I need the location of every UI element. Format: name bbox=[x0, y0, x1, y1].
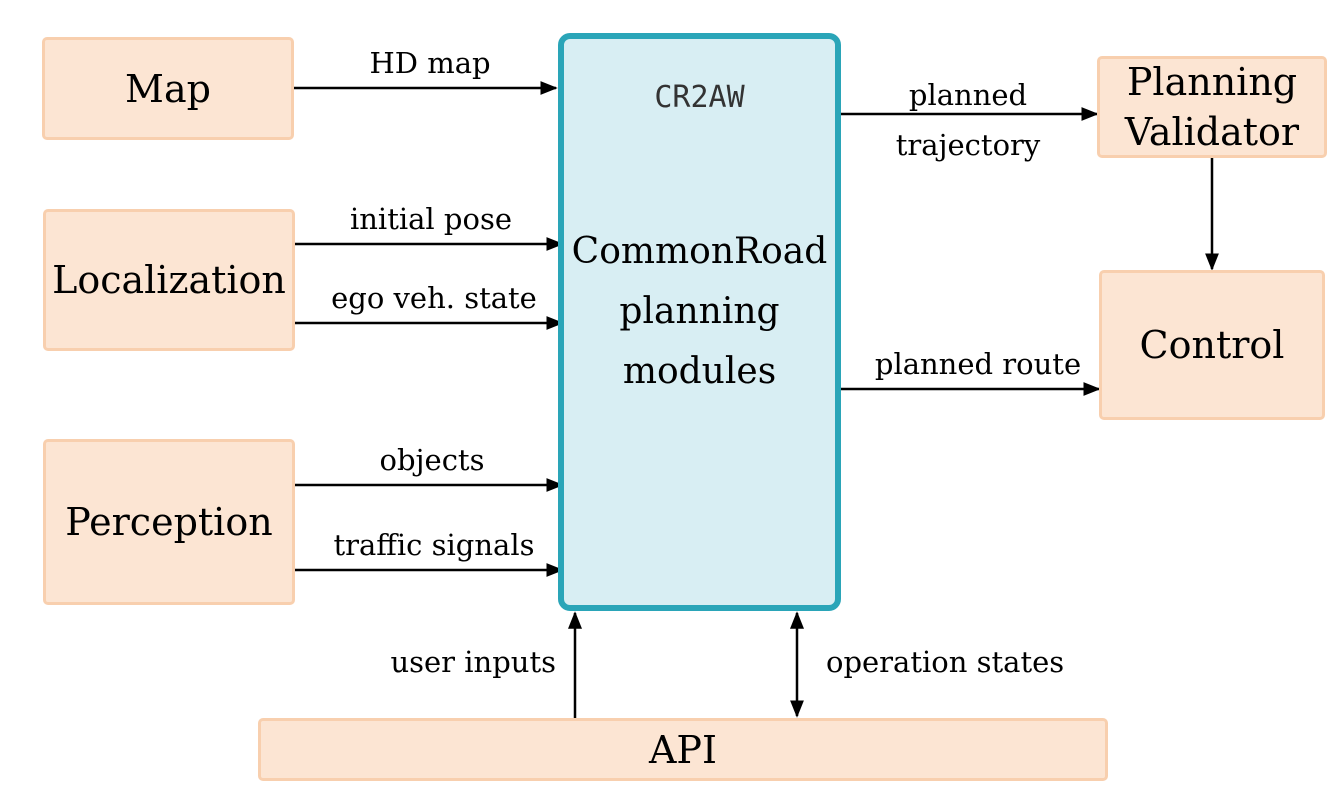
core-title-line1: CommonRoad bbox=[571, 231, 828, 272]
map-module: Map bbox=[42, 37, 294, 140]
api-label: API bbox=[648, 727, 718, 772]
label-initial-pose: initial pose bbox=[349, 202, 512, 236]
label-operation-states: operation states bbox=[826, 645, 1065, 679]
perception-label: Perception bbox=[65, 500, 273, 544]
core-title: CommonRoad planning modules bbox=[558, 222, 841, 402]
validator-label-line2: Validator bbox=[1124, 110, 1300, 154]
control-label: Control bbox=[1139, 323, 1285, 367]
perception-module: Perception bbox=[43, 439, 295, 605]
label-planned-route: planned route bbox=[874, 347, 1082, 381]
core-title-line2: planning bbox=[619, 291, 780, 332]
localization-module: Localization bbox=[43, 209, 295, 351]
label-planned-trajectory: planned trajectory bbox=[868, 70, 1068, 170]
core-tag: CR2AW bbox=[654, 80, 745, 115]
label-planned-trajectory-line2: trajectory bbox=[895, 128, 1041, 162]
validator-label-line1: Planning bbox=[1126, 60, 1298, 104]
label-objects: objects bbox=[379, 443, 485, 477]
label-user-inputs: user inputs bbox=[390, 645, 556, 679]
label-ego-state: ego veh. state bbox=[331, 281, 537, 315]
label-hd-map: HD map bbox=[369, 46, 491, 80]
label-planned-trajectory-line1: planned bbox=[908, 78, 1028, 112]
label-traffic-signals: traffic signals bbox=[333, 528, 535, 562]
control-module: Control bbox=[1099, 270, 1325, 420]
map-label: Map bbox=[125, 66, 211, 111]
cr2aw-core-module bbox=[558, 33, 841, 611]
api-module: API bbox=[258, 718, 1108, 781]
planning-validator-module: Planning Validator bbox=[1097, 56, 1327, 158]
core-title-line3: modules bbox=[622, 351, 777, 392]
localization-label: Localization bbox=[52, 258, 286, 302]
